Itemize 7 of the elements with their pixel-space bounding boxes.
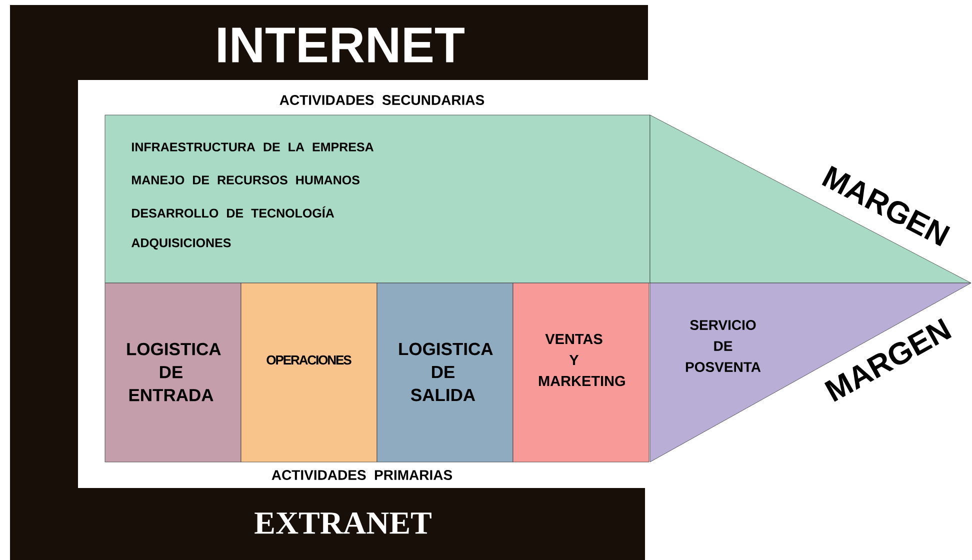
section-heading: ACTIVIDADES SECUNDARIAS: [280, 95, 484, 105]
activity-box: LOGISTICA DE ENTRADA: [104, 282, 242, 462]
support-activities-box: INFRAESTRUCTURA DE LA EMPRESA MANEJO DE RECURSOS HUMANOS DESARROLLO DE TECNOLOGÍA ADQUISICIONES: [104, 114, 650, 284]
activity-box: OPERACIONES: [240, 282, 378, 462]
activity-box: VENTAS Y MARKETING: [512, 282, 650, 462]
section-heading: ACTIVIDADES PRIMARIAS: [272, 470, 452, 480]
activity-box: LOGISTICA DE SALIDA: [376, 282, 514, 462]
